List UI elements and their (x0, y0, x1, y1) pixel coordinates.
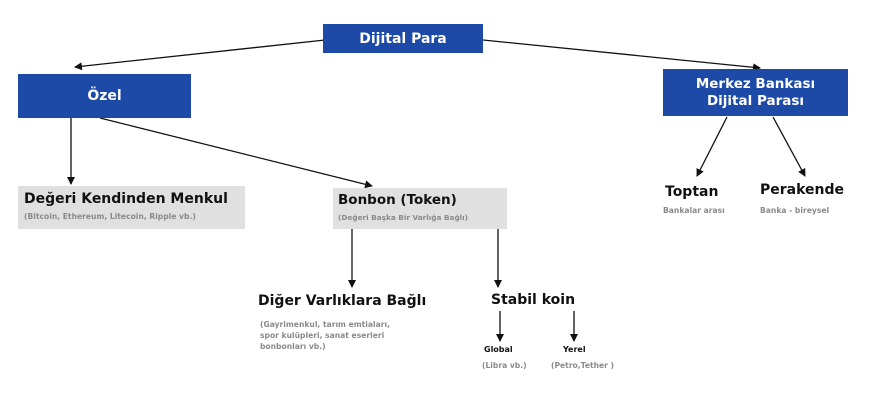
node-toptan-subtitle: Bankalar arası (663, 206, 725, 215)
arrow-merkez-to-perakende (772, 116, 806, 177)
root-node-dijital-para: Dijital Para (323, 24, 483, 53)
node-diger-varliklara-bagli-title: Diğer Varlıklara Bağlı (258, 293, 427, 309)
arrow-merkez-to-toptan (696, 116, 728, 177)
node-global-title: Global (484, 345, 513, 354)
node-yerel-title: Yerel (563, 345, 586, 354)
arrow-root-to-ozel (74, 39, 326, 71)
node-merkez-label-line2: Dijital Parası (706, 92, 805, 109)
node-stabil-koin-title: Stabil koin (491, 292, 576, 308)
node-menkul-subtitle: (Bitcoin, Ethereum, Litecoin, Ripple vb.… (24, 212, 196, 221)
node-diger-subtitle-line2: spor kulüpleri, sanat eserleri (260, 331, 385, 340)
arrow-root-to-merkez (482, 39, 761, 72)
node-yerel-subtitle: (Petro,Tether ) (551, 361, 615, 370)
node-diger-subtitle-line1: (Gayrimenkul, tarım emtiaları, (260, 320, 390, 329)
node-merkez-bankasi: Merkez Bankası Dijital Parası (663, 69, 848, 116)
node-bonbon-token: Bonbon (Token) (Değeri Başka Bir Varlığa… (333, 188, 507, 229)
node-ozel-label: Özel (87, 88, 122, 104)
arrow-ozel-to-bonbon (99, 117, 373, 189)
root-node-label: Dijital Para (359, 30, 447, 47)
node-ozel: Özel (18, 74, 191, 118)
node-degeri-kendinden-menkul: Değeri Kendinden Menkul (Bitcoin, Ethere… (18, 186, 245, 229)
node-perakende-subtitle: Banka - bireysel (760, 206, 830, 215)
node-perakende-title: Perakende (760, 182, 845, 198)
node-bonbon-title: Bonbon (Token) (338, 192, 457, 208)
node-global-subtitle: (Libra vb.) (482, 361, 527, 370)
node-merkez-label-line1: Merkez Bankası (695, 75, 816, 92)
node-bonbon-subtitle: (Değeri Başka Bir Varlığa Bağlı) (338, 213, 469, 222)
node-menkul-title: Değeri Kendinden Menkul (24, 191, 228, 207)
node-toptan-title: Toptan (665, 184, 719, 200)
node-diger-subtitle-line3: bonbonları vb.) (260, 342, 326, 351)
